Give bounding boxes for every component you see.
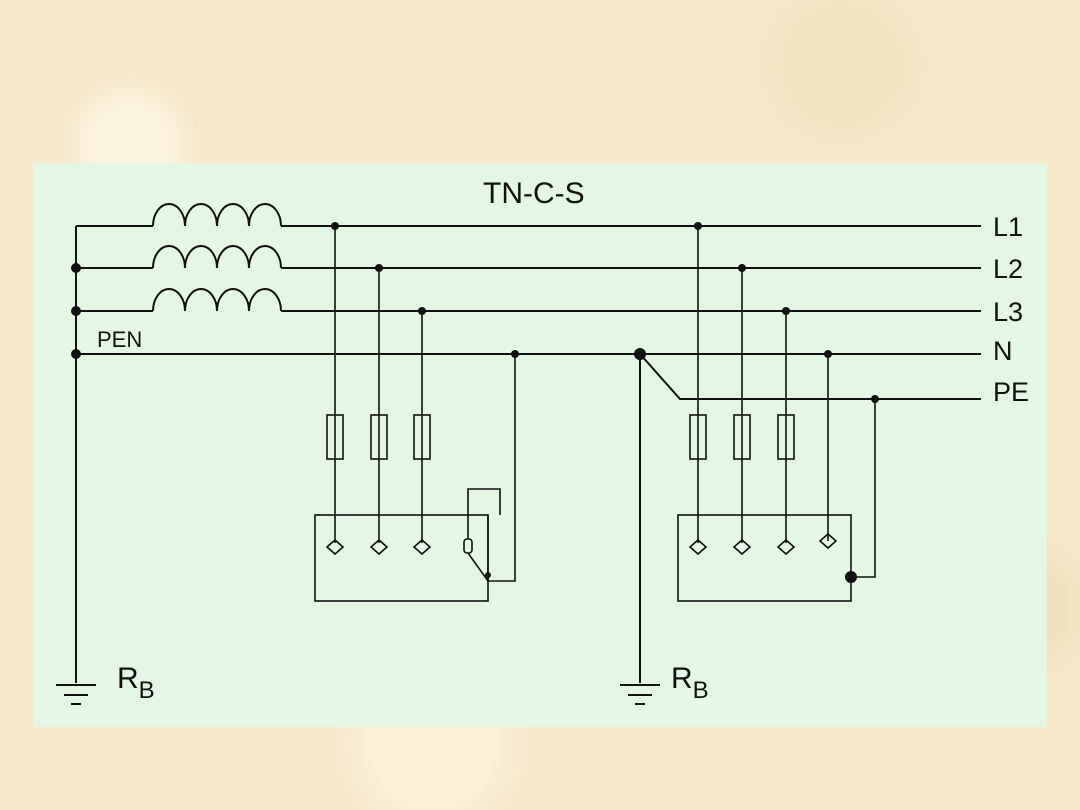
terminal [412,538,432,556]
equipment-enclosure [677,514,852,602]
terminal [688,538,708,556]
fuse [413,414,431,460]
terminal [732,538,752,556]
fuse [733,414,751,460]
fuse [326,414,344,460]
diagram-panel: TN-C-S L1 L2 L3 N PE PEN [33,163,1047,727]
earth-symbol-right [620,684,660,705]
transformer-windings [152,203,282,312]
terminal [325,538,345,556]
terminal [818,532,838,550]
label-l3: L3 [993,297,1023,327]
label-l2: L2 [993,254,1023,284]
label-pe: PE [993,377,1029,407]
pe-conductor [639,353,981,400]
tn-c-s-diagram: TN-C-S L1 L2 L3 N PE PEN [56,177,1029,705]
fuse [777,414,795,460]
earth-resistance-right: RB [671,662,709,704]
terminal [776,538,796,556]
fuse [689,414,707,460]
earth-symbol-left [56,684,96,705]
earth-resistance-left: RB [117,662,155,704]
consumer-2 [634,222,879,683]
label-pen: PEN [97,327,142,352]
terminal [463,538,473,554]
label-n: N [993,336,1013,366]
fuse [370,414,388,460]
terminal [369,538,389,556]
diagram-title: TN-C-S [483,177,585,210]
consumer-1 [314,222,519,602]
label-l1: L1 [993,212,1023,242]
equipment-enclosure [314,514,489,602]
